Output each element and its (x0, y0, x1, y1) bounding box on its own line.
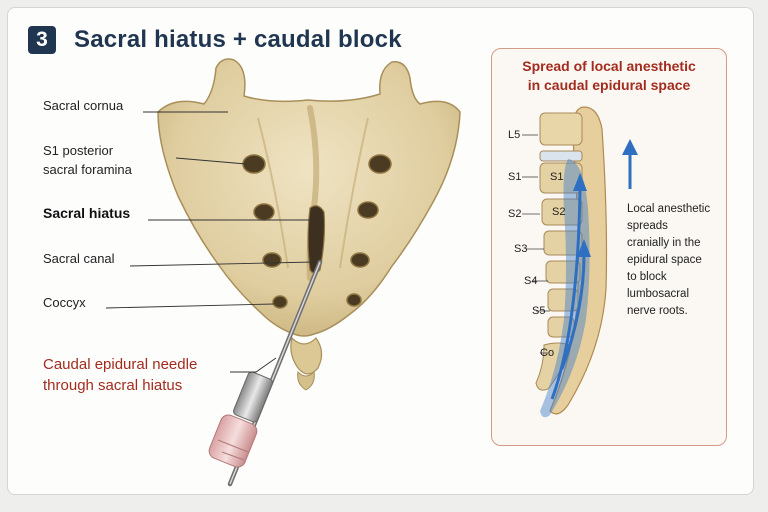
inset-title-line2: in caudal epidural space (527, 77, 691, 93)
level-ticks (522, 134, 550, 354)
caudal-needle (208, 259, 323, 487)
label-s1-foramina-line2: sacral foramina (43, 162, 132, 177)
inset-title: Spread of local anesthetic in caudal epi… (492, 57, 726, 95)
inset-description: Local anesthetic spreads cranially in th… (627, 201, 723, 320)
description-line: nerve roots. (627, 305, 688, 317)
sacrum-illustration (105, 58, 461, 487)
figure-title: Sacral hiatus + caudal block (74, 26, 402, 53)
vertebra-label-s2: S2 (552, 206, 566, 218)
anesthetic-spread (540, 159, 590, 418)
spread-arrow-2 (560, 254, 586, 370)
level-label-s2: S2 (508, 208, 522, 220)
description-line: cranially in the (627, 237, 701, 249)
sacral-foramina (242, 154, 392, 309)
label-needle-line2: through sacral hiatus (43, 377, 183, 394)
step-badge: 3 (28, 26, 56, 54)
figure-card: 3 Sacral hiatus + caudal block (7, 7, 754, 495)
description-line: to block (627, 271, 667, 283)
description-line: Local anesthetic (627, 203, 711, 215)
spread-arrow-1-head (573, 173, 587, 191)
level-label-s3: S3 (514, 243, 528, 255)
label-sacral-canal: Sacral canal (43, 251, 115, 266)
vertebra-label-s1: S1 (550, 171, 564, 183)
vertebral-bodies (535, 112, 583, 391)
level-label-s5: S5 (532, 305, 546, 317)
level-label-s4: S4 (524, 275, 538, 287)
description-line: epidural space (627, 254, 702, 266)
spine-sagittal-illustration (522, 106, 638, 418)
sacrum-bone (157, 58, 461, 391)
level-label-l5: L5 (508, 129, 521, 141)
label-needle-line1: Caudal epidural needle (43, 356, 198, 373)
label-sacral-hiatus: Sacral hiatus (43, 205, 131, 221)
level-label-s1: S1 (508, 171, 522, 183)
leader-lines (105, 111, 315, 373)
cranial-arrow-head (622, 139, 638, 155)
spread-arrow-2-head (577, 239, 591, 257)
description-line: lumbosacral (627, 288, 689, 300)
spread-arrow-1 (550, 188, 582, 400)
level-label-co: Co (540, 347, 555, 359)
label-s1-foramina-line1: S1 posterior (43, 143, 114, 158)
sacral-hiatus-opening (307, 205, 326, 274)
description-line: spreads (627, 220, 668, 232)
inset-title-line1: Spread of local anesthetic (522, 58, 696, 74)
label-sacral-cornua: Sacral cornua (43, 98, 124, 113)
label-coccyx: Coccyx (43, 295, 86, 310)
inset-panel: Spread of local anesthetic in caudal epi… (491, 48, 727, 446)
